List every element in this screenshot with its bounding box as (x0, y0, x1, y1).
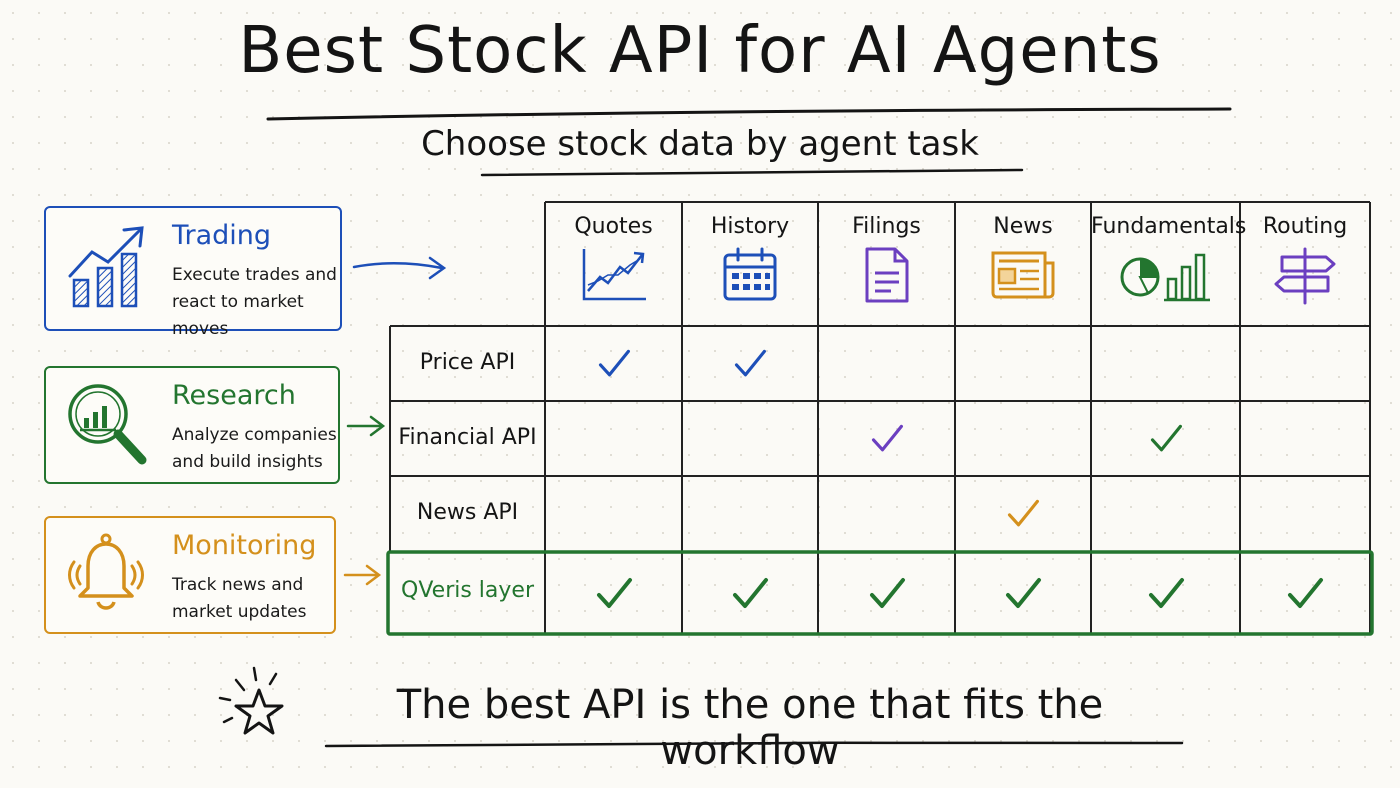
bell-icon (68, 533, 144, 610)
page-subtitle: Choose stock data by agent task (421, 124, 979, 164)
column-label: Fundamentals (1091, 214, 1247, 239)
row-label-news-api: News API (416, 500, 519, 525)
task-description-line: Track news and (172, 575, 304, 595)
task-description-line: and build insights (172, 452, 323, 472)
task-title: Monitoring (172, 530, 317, 561)
arrow-right-icon (352, 256, 447, 280)
task-description-line: Analyze companies (172, 425, 337, 445)
column-label: Quotes (574, 214, 653, 239)
footer-tagline: The best API is the one that fits the wo… (396, 682, 1104, 774)
column-label: News (993, 214, 1053, 239)
task-description: Track news and market updates (172, 572, 307, 626)
column-header-quotes: Quotes (545, 214, 682, 311)
footer-underline (324, 741, 1184, 748)
column-header-filings: Filings (818, 214, 955, 311)
document-icon (865, 247, 908, 303)
column-header-history: History (682, 214, 818, 311)
card-arrows (343, 256, 447, 586)
check-icon (596, 578, 632, 608)
task-description: Analyze companies and build insights (172, 422, 337, 476)
column-label: Filings (852, 214, 921, 239)
task-card-trading: Trading Execute trades and react to mark… (44, 206, 342, 339)
row-label-qveris-layer: QVeris layer (401, 578, 534, 603)
check-icon (598, 349, 630, 376)
task-description: Execute trades and react to market moves (172, 262, 340, 343)
newspaper-icon (991, 251, 1055, 299)
task-description-line: market updates (172, 602, 307, 622)
check-icon (871, 424, 903, 451)
check-icon (1288, 578, 1323, 608)
check-icon (1150, 424, 1182, 451)
line-chart-icon (582, 249, 646, 301)
task-description-line: Execute trades and (172, 265, 337, 285)
task-description-line: react to market moves (172, 292, 304, 339)
row-label-price-api: Price API (419, 350, 516, 375)
column-header-routing: Routing (1240, 214, 1370, 311)
task-card-monitoring: Monitoring Track news and market updates (44, 516, 336, 634)
title-underlines (266, 107, 1232, 177)
task-title: Trading (172, 220, 272, 251)
column-header-news: News (955, 214, 1091, 311)
check-icon (869, 578, 905, 608)
task-card-research: Research Analyze companies and build ins… (44, 366, 340, 484)
calendar-icon (723, 247, 777, 301)
pie-bar-chart-icon (1120, 253, 1210, 302)
task-title: Research (172, 380, 296, 411)
column-header-fundamentals: Fundamentals (1091, 214, 1247, 311)
arrow-right-icon (343, 564, 382, 586)
star-icon (218, 666, 284, 735)
bar-chart-trend-icon (68, 226, 144, 308)
check-icon (734, 349, 766, 376)
check-icon (1007, 499, 1039, 527)
check-icon (1148, 578, 1184, 608)
matrix-grid (386, 201, 1374, 636)
check-icon (733, 578, 768, 608)
page-title: Best Stock API for AI Agents (238, 14, 1162, 88)
arrow-right-icon (346, 415, 386, 437)
signpost-icon (1274, 247, 1336, 305)
qveris-highlight (386, 550, 1374, 636)
check-icon (1006, 578, 1041, 608)
column-label: History (710, 214, 790, 239)
row-label-financial-api: Financial API (398, 425, 537, 450)
column-label: Routing (1262, 214, 1348, 239)
magnifier-chart-icon (68, 384, 147, 465)
